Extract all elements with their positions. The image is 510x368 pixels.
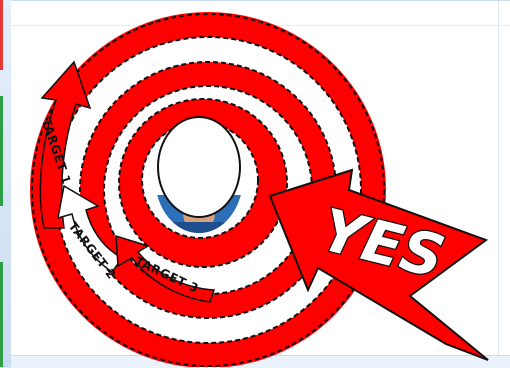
bullseye-oval (158, 117, 240, 217)
